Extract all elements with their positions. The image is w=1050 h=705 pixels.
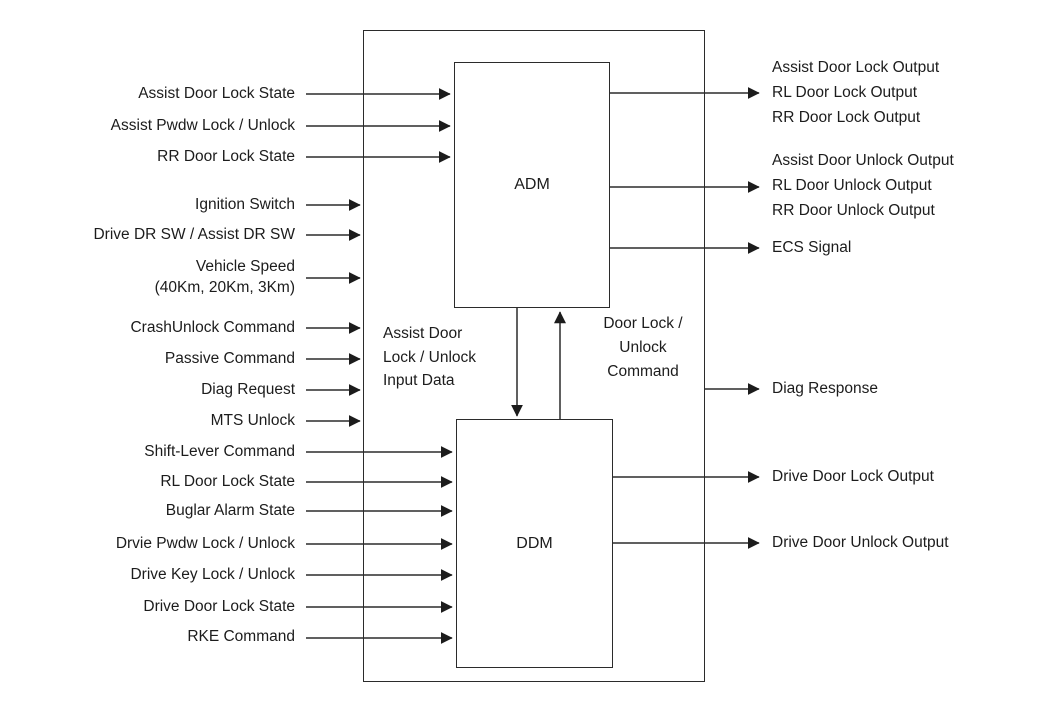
input-label-drvie-pwdw-lock-unlock: Drvie Pwdw Lock / Unlock <box>115 535 295 552</box>
annotation-command-line1: Door Lock / <box>603 315 683 332</box>
output-label-drive-door-unlock-output: Drive Door Unlock Output <box>772 534 949 551</box>
adm-module-box: ADM <box>454 62 610 308</box>
input-label-buglar-alarm-state: Buglar Alarm State <box>165 502 295 519</box>
output-label-drive-door-lock-output: Drive Door Lock Output <box>772 468 934 485</box>
output-label-rl-door-lock-output: RL Door Lock Output <box>772 84 918 101</box>
system-boundary-box <box>363 30 705 682</box>
annotation-assist-door-input-data: Assist Door Lock / Unlock Input Data <box>383 322 476 393</box>
vehicle-speed-line2: (40Km, 20Km, 3Km) <box>154 279 295 296</box>
output-label-rr-door-lock-output: RR Door Lock Output <box>772 109 921 126</box>
output-label-assist-door-lock-output: Assist Door Lock Output <box>772 59 940 76</box>
input-label-shift-lever-command: Shift-Lever Command <box>144 443 295 460</box>
annotation-input-data-line1: Assist Door <box>383 325 463 342</box>
input-label-ignition-switch: Ignition Switch <box>195 196 295 213</box>
input-label-assist-door-lock-state: Assist Door Lock State <box>138 85 295 102</box>
input-label-passive-command: Passive Command <box>164 350 295 367</box>
input-label-drive-key-lock-unlock: Drive Key Lock / Unlock <box>130 566 295 583</box>
vehicle-speed-line1: Vehicle Speed <box>195 258 295 275</box>
ddm-module-box: DDM <box>456 419 613 668</box>
ddm-module-label: DDM <box>516 534 553 552</box>
output-label-ecs-signal: ECS Signal <box>772 239 852 256</box>
input-label-rr-door-lock-state: RR Door Lock State <box>157 148 295 165</box>
annotation-door-lock-unlock-command: Door Lock / Unlock Command <box>583 312 703 384</box>
input-label-drive-door-lock-state: Drive Door Lock State <box>143 598 295 615</box>
input-label-rke-command: RKE Command <box>187 628 295 645</box>
output-group-adm-lock: Assist Door Lock Output RL Door Lock Out… <box>772 55 939 130</box>
annotation-input-data-line2: Lock / Unlock <box>383 348 477 366</box>
adm-module-label: ADM <box>514 176 550 193</box>
input-label-crashunlock-command: CrashUnlock Command <box>130 319 295 336</box>
input-label-assist-pwdw-lock-unlock: Assist Pwdw Lock / Unlock <box>110 117 295 134</box>
output-label-assist-door-unlock-output: Assist Door Unlock Output <box>772 152 954 169</box>
annotation-input-data-line3: Input Data <box>383 372 455 389</box>
input-label-drive-dr-sw: Drive DR SW / Assist DR SW <box>93 226 295 243</box>
annotation-command-line2: Unlock <box>619 339 667 356</box>
output-label-rl-door-unlock-output: RL Door Unlock Output <box>772 177 932 194</box>
output-label-diag-response: Diag Response <box>772 380 878 397</box>
input-label-vehicle-speed: Vehicle Speed (40Km, 20Km, 3Km) <box>155 256 295 298</box>
annotation-command-line3: Command <box>607 363 679 380</box>
output-group-adm-unlock: Assist Door Unlock Output RL Door Unlock… <box>772 148 954 223</box>
input-label-diag-request: Diag Request <box>201 381 295 398</box>
input-label-mts-unlock: MTS Unlock <box>210 412 295 429</box>
input-label-rl-door-lock-state: RL Door Lock State <box>160 473 295 490</box>
output-label-rr-door-unlock-output: RR Door Unlock Output <box>772 202 935 219</box>
